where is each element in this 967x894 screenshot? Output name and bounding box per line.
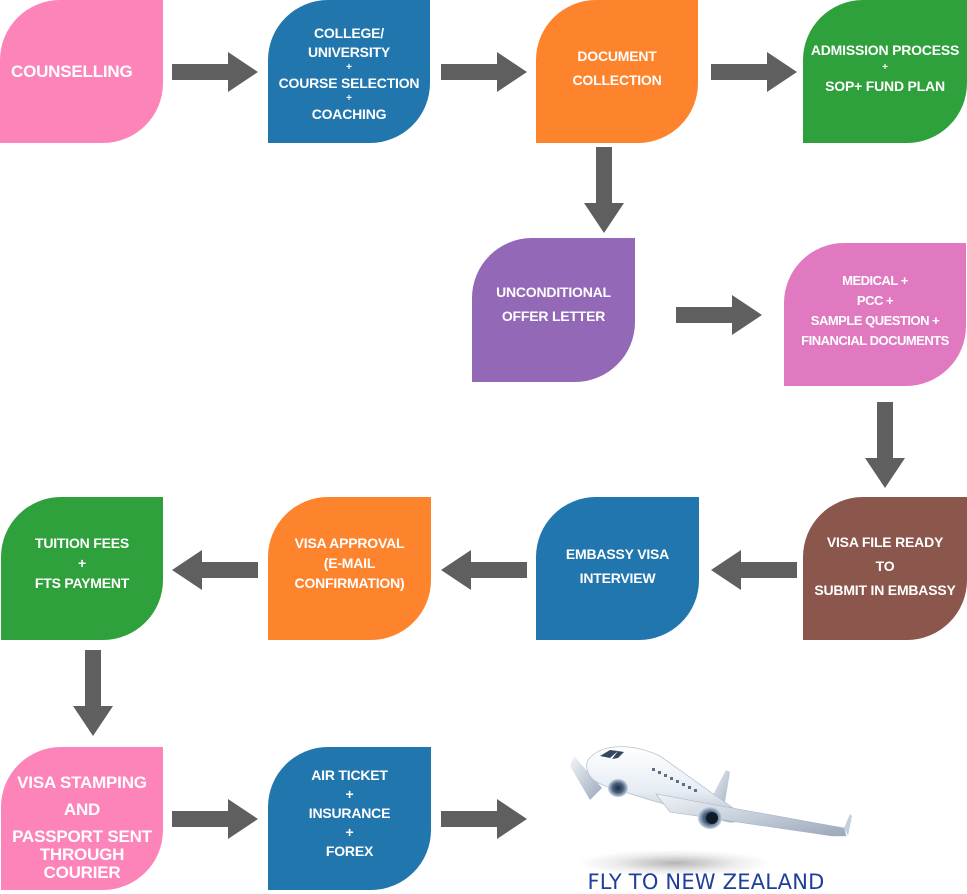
step-visa-approval: VISA APPROVAL (E-MAIL CONFIRMATION) [268, 497, 431, 640]
step-label: TUITION FEES [34, 534, 130, 551]
step-label: COURSE SELECTION [278, 74, 420, 91]
arrow-right-icon [711, 52, 797, 92]
step-label: DOCUMENT [577, 47, 657, 64]
step-label: UNCONDITIONAL [496, 284, 611, 300]
arrow-right-icon [172, 52, 258, 92]
arrow-right-icon [441, 52, 527, 92]
step-label: VISA FILE READY [826, 533, 944, 550]
arrow-down-icon [73, 650, 113, 736]
step-label: FTS PAYMENT [34, 574, 130, 591]
step-visa-file-ready: VISA FILE READY TO SUBMIT IN EMBASSY [803, 497, 967, 640]
step-label: TO [875, 557, 895, 574]
step-admission-process: ADMISSION PROCESS + SOP+ FUND PLAN [803, 0, 967, 143]
step-label: SUBMIT IN EMBASSY [814, 581, 956, 598]
step-label: FOREX [325, 843, 374, 859]
step-label: COURIER [43, 863, 121, 882]
step-label: ADMISSION PROCESS [810, 41, 960, 58]
step-label: PASSPORT SENT [12, 827, 152, 846]
arrow-down-icon [584, 147, 624, 233]
step-label: AND [63, 800, 101, 819]
arrow-left-icon [441, 550, 527, 590]
step-label: FINANCIAL DOCUMENTS [801, 332, 949, 348]
step-label: (E-MAIL [323, 554, 376, 571]
step-unconditional-offer-letter: UNCONDITIONAL OFFER LETTER [472, 238, 635, 382]
arrow-right-icon [441, 799, 527, 839]
step-label: CONFIRMATION) [294, 574, 405, 591]
step-label: AIR TICKET [311, 767, 388, 783]
step-college-course-coaching: COLLEGE/ UNIVERSITY + COURSE SELECTION +… [268, 0, 430, 143]
step-label: THROUGH [39, 845, 125, 864]
step-air-ticket: AIR TICKET + INSURANCE + FOREX [268, 747, 431, 890]
step-label: UNIVERSITY [307, 43, 390, 60]
step-label: COLLEGE/ [314, 24, 384, 41]
arrow-right-icon [172, 799, 258, 839]
step-visa-stamping: VISA STAMPING AND PASSPORT SENT THROUGH … [1, 747, 163, 890]
step-label: INSURANCE [308, 805, 391, 821]
step-label: COUNSELLING [11, 61, 133, 81]
plus-sign: + [78, 554, 86, 571]
step-counselling: COUNSELLING [0, 0, 163, 143]
step-tuition-fees: TUITION FEES + FTS PAYMENT [1, 497, 163, 640]
step-label: MEDICAL + [842, 272, 908, 288]
step-label: VISA STAMPING [17, 773, 147, 792]
step-document-collection: DOCUMENT COLLECTION [536, 0, 698, 143]
airplane-icon [560, 738, 860, 868]
arrow-left-icon [711, 550, 797, 590]
plus-sign: + [882, 61, 888, 73]
step-label: SAMPLE QUESTION + [810, 312, 940, 328]
plus-sign: + [345, 786, 354, 802]
step-label: INTERVIEW [579, 569, 656, 586]
step-label: SOP+ FUND PLAN [825, 77, 945, 94]
plus-sign: + [346, 61, 352, 73]
step-label: COLLECTION [572, 71, 662, 88]
airplane-shadow [580, 850, 770, 876]
arrow-right-icon [676, 295, 762, 335]
final-step-caption: FLY TO NEW ZEALAND [587, 870, 825, 894]
step-medical-pcc-financial: MEDICAL + PCC + SAMPLE QUESTION + FINANC… [784, 243, 966, 386]
plus-sign: + [346, 92, 352, 104]
step-label: OFFER LETTER [501, 308, 606, 324]
arrow-down-icon [865, 402, 905, 488]
arrow-left-icon [172, 550, 258, 590]
plus-sign: + [345, 824, 354, 840]
step-label: COACHING [311, 105, 387, 122]
step-label: VISA APPROVAL [294, 534, 405, 551]
step-label: EMBASSY VISA [565, 545, 670, 562]
step-label: PCC + [856, 292, 894, 308]
step-embassy-visa-interview: EMBASSY VISA INTERVIEW [536, 497, 699, 640]
